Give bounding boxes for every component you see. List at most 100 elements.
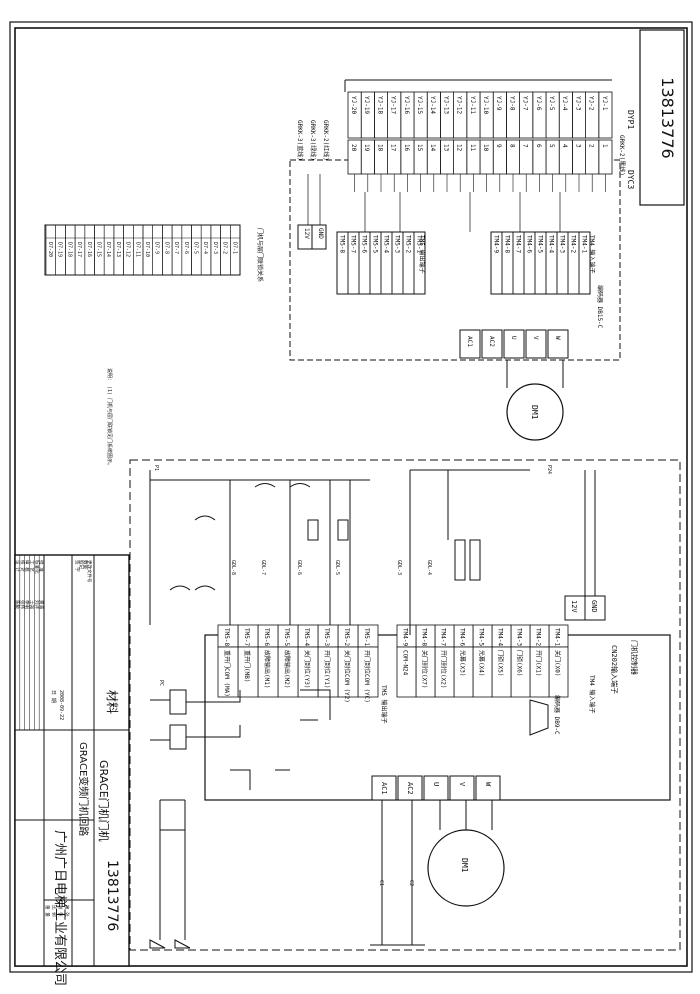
bottom-tm5-pin-label: TM5-8 — [223, 628, 230, 646]
bottom-schematic: 门机控制器 CN202输入端子 TM4 输入端子 TM5 输出端子 TM4-1关… — [129, 459, 681, 951]
date-label: 日 期 — [50, 690, 56, 703]
bottom-motor-terminal — [423, 775, 449, 801]
dyp1-pin-label: YJ-6 — [535, 96, 542, 111]
dyc3-pin-label: 16 — [403, 144, 410, 152]
top-tm5-pin-label: TM5-8 — [339, 235, 346, 253]
title-block-meta-label: 数量 — [82, 560, 89, 569]
dyp1-connector: YJ-1YJ-2YJ-3YJ-4YJ-5YJ-6YJ-7YJ-8YJ-9YJ-1… — [344, 79, 613, 139]
dyp1-pin-label: YJ-17 — [390, 96, 397, 114]
interlock-note: 说明： (1) 门机与层门联锁见门系统图示。 — [106, 368, 113, 468]
bottom-tm4-func-cell — [396, 646, 417, 698]
title-block-row-value: 张伟 — [19, 600, 26, 609]
cable-label-1: GRKK-3(蓝线) — [296, 120, 304, 161]
dyp1-pin-cell — [347, 91, 362, 139]
top-tm4-pin-label: TM4-9 — [493, 235, 500, 253]
interlock-row-label: D7-12 — [125, 242, 131, 257]
top-tm4-pin-label: TM4-2 — [570, 235, 577, 253]
interlock-row-label: D7-4 — [202, 242, 208, 254]
bottom-tm4-func-label: 光幕(X3) — [459, 650, 467, 676]
date-value: 2008-09-22 — [58, 690, 64, 720]
top-tm4-pin-label: TM4-4 — [548, 235, 555, 253]
cable-label-3: GRKK-2(红线) — [322, 120, 330, 161]
title-block-meta-label: 签 字 — [74, 560, 81, 572]
bottom-controller-title: 门机控制器 — [630, 640, 639, 675]
bottom-tm4-pin-label: TM4-2 — [535, 628, 542, 646]
dyc3-pin-label: 13 — [442, 144, 449, 152]
interlock-table: D7-1D7-2D7-3D7-4D7-5D7-6D7-7D7-8D7-9D7-1… — [44, 224, 264, 468]
bottom-motor-terminal — [475, 775, 501, 801]
bottom-tm4-block: TM4-1关门(X0)TM4-2开门(X1)TM4-3门锁(X6)TM4-4门锁… — [396, 624, 569, 698]
material-label: 材料 — [105, 690, 119, 714]
dyc3-pin-label: 11 — [469, 144, 476, 152]
interlock-row-label: D7-14 — [105, 242, 111, 257]
outer-frame — [9, 21, 693, 973]
bottom-outer-enclosure — [129, 459, 681, 951]
top-motor-terminal-label: U — [510, 336, 517, 340]
dyc3-pin-label: 2 — [588, 144, 595, 148]
dyc3-label: DYC3 — [626, 170, 635, 189]
switch-block-1 — [307, 519, 319, 541]
interlock-row-label: D7-5 — [193, 242, 199, 254]
dyc3-pin-label: 5 — [548, 144, 555, 148]
dyc3-pin-label: 7 — [522, 144, 529, 148]
top-tm5-pin-label: TM5-6 — [361, 235, 368, 253]
bottom-tm5-func-label: 关门到位(Y3) — [303, 650, 311, 688]
bottom-motor-terminal — [449, 775, 475, 801]
relay-label: GDL-8 — [230, 560, 236, 575]
interlock-table-title: 门机与层门联锁关系 — [256, 228, 264, 282]
bottom-encoder — [529, 699, 549, 736]
top-tm4-pin-label: TM4-5 — [537, 235, 544, 253]
company-name: 广州广日电梯工业有限公司 — [52, 830, 67, 986]
top-motor-terminal-label: AC2 — [488, 336, 495, 347]
dyp1-pin-label: YJ-12 — [456, 96, 463, 114]
dyp1-pin-label: YJ-1 — [601, 96, 608, 111]
top-tm4-pin-label: TM4-1 — [581, 235, 588, 253]
wire-label: P1 — [153, 465, 159, 471]
interlock-row-label: D7-19 — [57, 242, 63, 257]
relay-label: GDL-3 — [396, 560, 402, 575]
top-motor-label: DM1 — [530, 405, 539, 420]
interlock-row-label: D7-20 — [47, 242, 53, 257]
bottom-tm5-pin-label: TM5-6 — [263, 628, 270, 646]
bottom-tm5-pin-label: TM5-3 — [323, 628, 330, 646]
interlock-row-label: D7-13 — [115, 242, 121, 257]
title-block-row-label: 批 准 — [38, 560, 45, 572]
interlock-row-label: D7-7 — [173, 242, 179, 254]
title-block-row-label: 校 对 — [19, 560, 26, 572]
bottom-tm4-func-label: 关门到位(X7) — [421, 650, 429, 688]
title-block-row-value: 王强 — [29, 600, 35, 609]
interlock-row-label: D7-2 — [222, 242, 228, 254]
top-tm5-pin-label: TM5-1 — [416, 235, 423, 253]
top-motor-terminal — [503, 329, 525, 359]
title-block-meta-label: 更改文件号 — [86, 560, 93, 583]
dyp1-label: DYP1 — [626, 110, 635, 129]
relay-label: GDL-6 — [296, 560, 302, 575]
interlock-row-label: D7-11 — [134, 242, 140, 257]
bottom-motor-terminal — [397, 775, 423, 801]
top-tm5-header: TM5 输出端子 — [418, 235, 426, 273]
dyp1-pin-label: YJ-9 — [495, 96, 502, 111]
top-power-gnd: GND — [317, 228, 324, 239]
interlock-row-label: D7-9 — [154, 242, 160, 254]
bottom-motor-terminal-label: W — [484, 782, 492, 787]
bottom-tm4-pin-label: TM4-4 — [497, 628, 504, 646]
dyc3-pin-label: 4 — [561, 144, 568, 148]
relay-coil-1 — [169, 689, 187, 715]
bottom-tm4-func-label: 关门(X0) — [554, 650, 562, 676]
bottom-tm4-func-label: 门锁(X6) — [516, 650, 524, 676]
top-tm5-pin-label: TM5-5 — [372, 235, 379, 253]
switch-block-2 — [337, 519, 349, 541]
dyp1-pin-label: YJ-10 — [482, 96, 489, 114]
title-block-row-label: 设 计 — [14, 560, 21, 572]
interlock-row-label: D7-17 — [76, 242, 82, 257]
interlock-row — [45, 224, 56, 276]
bottom-motor-wires — [381, 800, 493, 920]
dyp1-pin-label: YJ-4 — [561, 96, 568, 111]
bottom-power-12v: 12V — [570, 600, 578, 613]
title-block-row-value: 黄海 — [38, 600, 45, 609]
drawing-subtitle: GRACE变频门机回路 — [77, 742, 90, 836]
